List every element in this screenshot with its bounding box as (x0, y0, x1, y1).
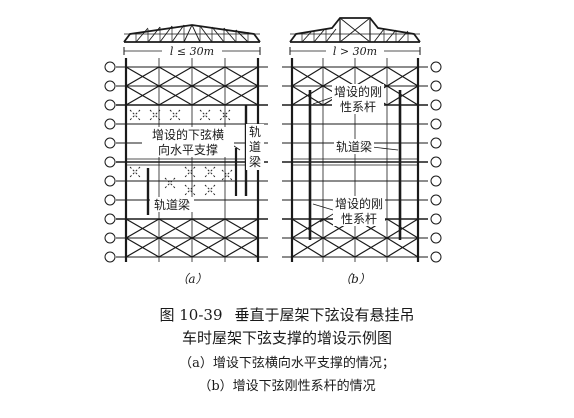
plan-b-grid-bubbles (430, 61, 442, 263)
caption-item-a: （a）增设下弦横向水平支撑的情况； (179, 356, 395, 371)
label-rail-beam-a: 轨道梁 (154, 197, 190, 212)
span-label-a: l ≤ 30m (170, 45, 214, 58)
label-rail-beam-v2: 道 (249, 140, 261, 154)
sub-label-b: （b） (339, 272, 371, 286)
caption-line-1: 图 10-39 垂直于屋架下弦设有悬挂吊 (0, 304, 574, 325)
caption-title-2: 车时屋架下弦支撑的增设示例图 (181, 329, 392, 347)
figure-number: 图 10-39 (159, 306, 223, 324)
plan-a-end-bracing (125, 66, 259, 106)
plan-b-end-bracing-bottom (291, 218, 419, 258)
label-added-lower-brace-1: 增设的下弦横 (152, 127, 224, 142)
bracing-diagram: l ≤ 30m 增设的下弦横 向水平支撑 轨 道 梁 轨道梁 （a） l > 3… (104, 17, 442, 286)
truss-elevation-b (289, 17, 421, 55)
label-rigid-tie-top-2: 性系杆 (340, 100, 376, 114)
truss-elevation-a (123, 24, 261, 55)
plan-a-columns (124, 58, 260, 262)
plan-b-columns (290, 58, 420, 262)
span-label-b: l > 30m (333, 45, 377, 58)
label-rigid-tie-bottom-1: 增设的刚 (335, 196, 383, 211)
caption-item-b: （b）增设下弦刚性系杆的情况 (198, 379, 376, 394)
caption-title-1: 垂直于屋架下弦设有悬挂吊 (234, 306, 415, 324)
label-rigid-tie-top-1: 增设的刚 (334, 84, 382, 99)
label-rigid-tie-bottom-2: 性系杆 (341, 212, 377, 226)
plan-a-grid-bubbles (104, 61, 116, 263)
label-added-lower-brace-2: 向水平支撑 (158, 142, 218, 157)
label-rail-beam-v1: 轨 (249, 125, 261, 139)
sub-label-a: （a） (176, 272, 207, 286)
plan-b-rigid-ties (308, 90, 402, 240)
label-rail-beam-v3: 梁 (249, 154, 261, 169)
plan-a-gridlines (116, 66, 268, 258)
label-rail-beam-b: 轨道梁 (336, 139, 372, 154)
plan-a-end-bracing-bottom (125, 218, 259, 258)
